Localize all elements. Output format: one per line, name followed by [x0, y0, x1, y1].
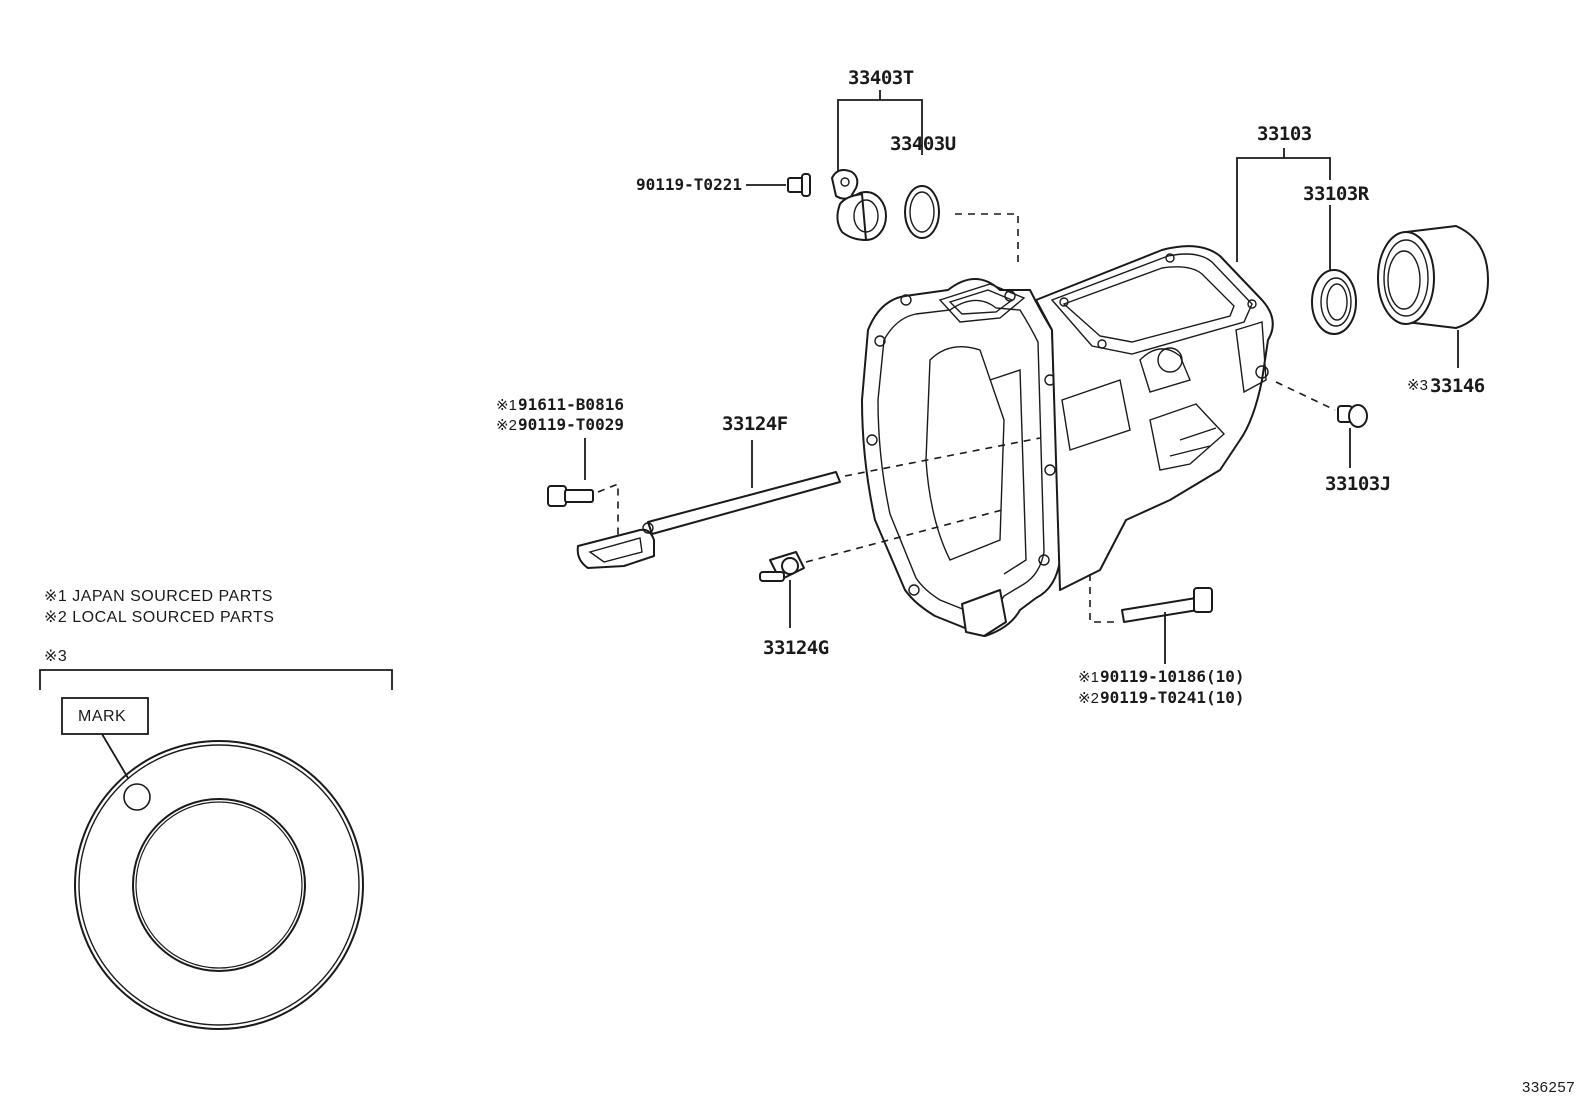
part-plug-33103J	[1337, 404, 1368, 428]
part-bearing-retainer-33146	[1377, 225, 1489, 368]
part-pin-33124G	[759, 551, 805, 582]
label-33403T: 33403T	[848, 67, 914, 89]
part-bolt-90119-T0221	[746, 173, 811, 197]
figure-id: 336257	[1522, 1079, 1575, 1096]
label-bolt-small-2-mark: ※2	[496, 417, 517, 434]
label-bolt-small-2: 90119-T0029	[518, 415, 624, 434]
label-33103J: 33103J	[1325, 473, 1391, 495]
mark-box	[61, 697, 149, 735]
label-bolt-long-2: 90119-T0241(10)	[1100, 688, 1245, 707]
leader-33103J	[1275, 381, 1336, 411]
label-33124G: 33124G	[763, 637, 829, 659]
bracket-33103	[1236, 148, 1331, 270]
part-bolt-long	[1121, 587, 1213, 623]
washer-detail	[74, 740, 364, 1030]
label-bolt-small-1-mark: ※1	[496, 397, 517, 414]
note-3-bracket	[39, 669, 393, 690]
label-33124F: 33124F	[722, 413, 788, 435]
part-bolt-small	[547, 485, 594, 507]
label-bolt-long-1: 90119-10186(10)	[1100, 667, 1245, 686]
note-local-sourced: ※2 LOCAL SOURCED PARTS	[44, 609, 274, 626]
note-3-heading: ※3	[44, 648, 67, 665]
note-japan-sourced: ※1 JAPAN SOURCED PARTS	[44, 588, 273, 605]
label-33403U: 33403U	[890, 133, 956, 155]
part-transmission-case-33103	[861, 245, 1274, 637]
part-oil-seal-33103R	[1311, 269, 1357, 335]
part-o-ring-33403U	[904, 185, 940, 239]
label-bolt-small-1: 91611-B0816	[518, 395, 624, 414]
label-bolt-long-2-mark: ※2	[1078, 690, 1099, 707]
label-90119-T0221: 90119-T0221	[636, 175, 742, 194]
leader-33403U	[955, 213, 1019, 262]
part-shift-lever-housing	[831, 169, 887, 241]
label-33146: 33146	[1430, 375, 1485, 397]
leader-bolt-small	[597, 482, 619, 540]
mark-label: MARK	[78, 708, 126, 725]
label-33146-mark: ※3	[1407, 377, 1428, 394]
leader-bolt-long	[1089, 574, 1118, 623]
label-33103: 33103	[1257, 123, 1312, 145]
label-bolt-long-1-mark: ※1	[1078, 669, 1099, 686]
mark-leader	[101, 733, 129, 779]
part-shift-rod-33124F	[576, 471, 841, 569]
label-33103R: 33103R	[1303, 183, 1370, 205]
mark-dot	[123, 783, 151, 811]
bracket-33403T	[837, 90, 923, 175]
